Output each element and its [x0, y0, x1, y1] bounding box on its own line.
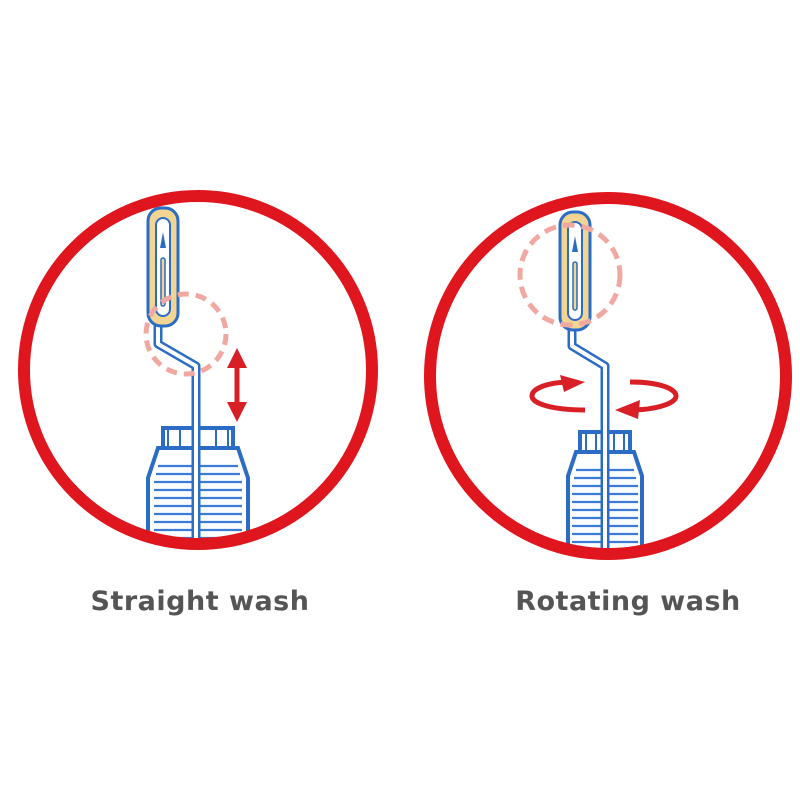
highlight-dashed-circle: [143, 291, 229, 377]
brush-wire: [567, 322, 610, 554]
brush-handle-icon: [146, 206, 180, 328]
straight-wash-panel: [18, 190, 378, 550]
rotation-arrows-icon: [529, 375, 679, 419]
caption-rotating-wash: Rotating wash: [515, 586, 741, 617]
rotating-wash-panel: [424, 192, 792, 560]
panel-ring: [18, 190, 378, 550]
caption-straight-wash: Straight wash: [90, 586, 310, 617]
brush-wire: [153, 320, 201, 544]
brush-handle-icon: [558, 210, 592, 332]
panel-ring: [424, 192, 792, 560]
highlight-dashed-circle: [517, 222, 623, 328]
